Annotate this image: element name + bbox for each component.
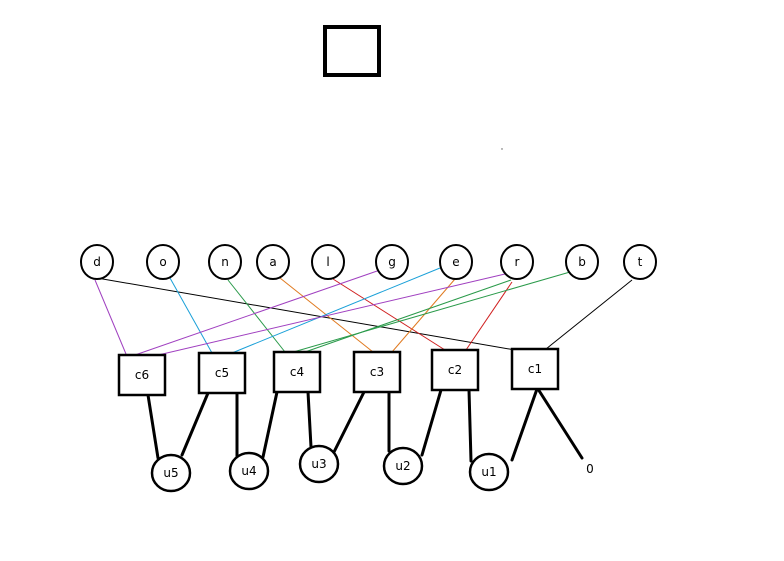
box-rect (510, 347, 560, 391)
node-label: u2 (395, 459, 410, 473)
node-circle (468, 452, 510, 492)
edge-e-c5 (231, 267, 441, 354)
colored-edges (94, 267, 633, 357)
stray-dot (501, 148, 503, 150)
edge-e-c3 (391, 278, 456, 353)
node-circle (623, 244, 657, 280)
node-circle (256, 244, 290, 280)
box-label: c2 (448, 363, 462, 377)
node-u3: u3 (298, 444, 340, 484)
edge-c3-u3 (332, 390, 366, 454)
node-label: r (515, 255, 520, 269)
u-nodes: u5 u4 u3 u2 u1 (150, 444, 510, 493)
node-e: e (439, 244, 473, 280)
thick-edges (146, 387, 584, 463)
box-label: c1 (528, 362, 542, 376)
box-rect (352, 350, 402, 394)
node-o: o (146, 244, 180, 280)
node-label: u3 (311, 457, 326, 471)
node-circle (375, 244, 409, 280)
node-label: u4 (241, 464, 256, 478)
box-label: c4 (290, 365, 304, 379)
node-u1: u1 (468, 452, 510, 492)
edge-d-c6 (94, 279, 127, 355)
box-c5: c5 (197, 351, 247, 395)
edge-b-c4 (289, 271, 571, 354)
node-circle (146, 244, 180, 280)
node-circle (311, 244, 345, 280)
edge-c1-zero (536, 387, 584, 460)
node-label: a (269, 255, 276, 269)
edge-r-c6 (153, 273, 506, 357)
node-u4: u4 (228, 451, 270, 491)
node-circle (228, 451, 270, 491)
box-nodes: c6 c5 c4 c3 c2 c1 (117, 347, 560, 397)
box-c3: c3 (352, 350, 402, 394)
box-c6: c6 (117, 353, 167, 397)
edge-c1-u1 (510, 387, 539, 462)
edge-t-c1 (545, 279, 633, 350)
node-label: l (326, 255, 329, 269)
edge-c6-u5 (146, 393, 160, 460)
edge-r-c4 (304, 279, 512, 353)
zero-label: 0 (586, 462, 594, 476)
edge-l-c2 (332, 278, 446, 351)
edge-c5-u5 (180, 391, 210, 457)
node-label: d (93, 255, 101, 269)
node-circle (382, 446, 424, 486)
node-b: b (565, 244, 599, 280)
node-label: t (638, 255, 643, 269)
box-label: c3 (370, 365, 384, 379)
node-label: u1 (481, 465, 496, 479)
node-t: t (623, 244, 657, 280)
node-label: u5 (163, 466, 178, 480)
box-label: c6 (135, 368, 149, 382)
node-circle (439, 244, 473, 280)
edge-a-c3 (279, 277, 374, 353)
node-u2: u2 (382, 446, 424, 486)
node-circle (565, 244, 599, 280)
node-label: g (388, 255, 396, 269)
edge-o-c5 (169, 277, 213, 354)
box-c1: c1 (510, 347, 560, 391)
node-circle (500, 244, 534, 280)
node-label: n (221, 255, 229, 269)
box-rect (197, 351, 247, 395)
node-circle (208, 244, 242, 280)
box-c2: c2 (430, 348, 480, 392)
edge-c2-u1 (467, 388, 473, 463)
box-rect (430, 348, 480, 392)
edge-r-c2 (465, 281, 513, 351)
box-rect (272, 350, 322, 394)
node-u5: u5 (150, 453, 192, 493)
edge-n-c4 (227, 279, 286, 353)
node-d: d (80, 244, 114, 280)
edge-c4-u4 (261, 390, 279, 459)
empty-square (323, 25, 381, 77)
node-a: a (256, 244, 290, 280)
node-l: l (311, 244, 345, 280)
box-c4: c4 (272, 350, 322, 394)
box-label: c5 (215, 366, 229, 380)
edge-c2-u2 (420, 388, 443, 457)
node-label: b (578, 255, 586, 269)
node-circle (298, 444, 340, 484)
node-r: r (500, 244, 534, 280)
node-n: n (208, 244, 242, 280)
node-g: g (375, 244, 409, 280)
edge-g-c6 (134, 269, 381, 356)
box-rect (117, 353, 167, 397)
edge-d-c1 (96, 277, 516, 351)
node-circle (80, 244, 114, 280)
edge-c4-u3 (306, 390, 313, 449)
node-label: o (159, 255, 166, 269)
node-label: e (452, 255, 459, 269)
node-circle (150, 453, 192, 493)
